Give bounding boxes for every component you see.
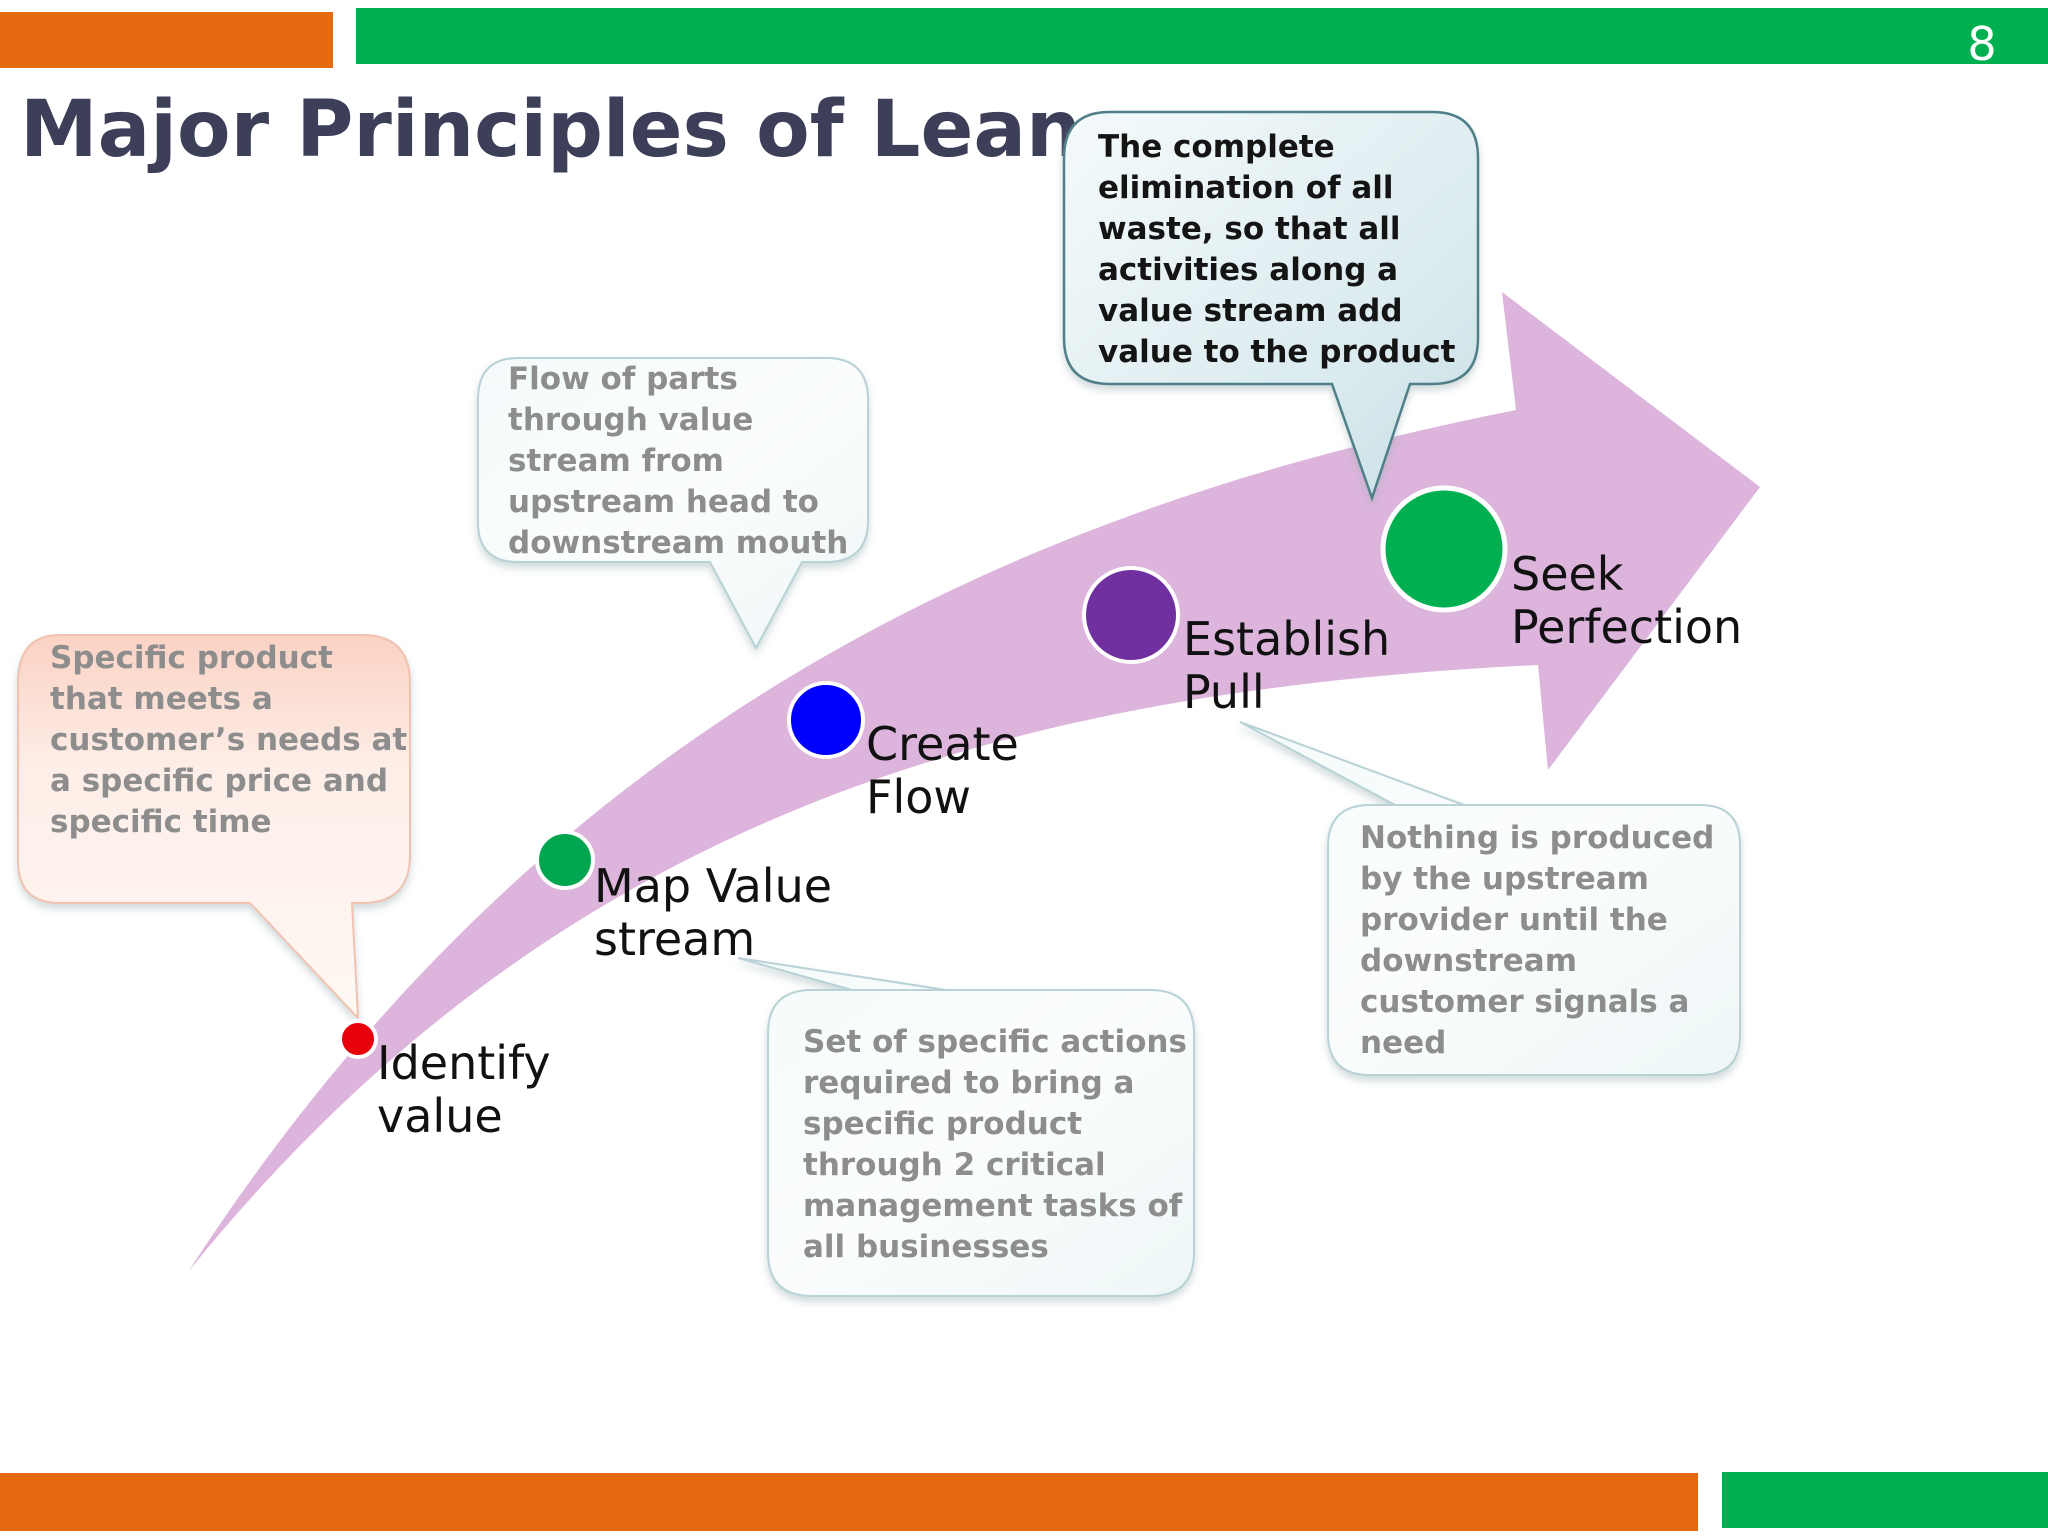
callout-value-stream-line: all businesses — [803, 1229, 1049, 1265]
step-label-identify-value: Identify value — [377, 1037, 551, 1143]
step-label-line: Establish — [1183, 612, 1391, 666]
callout-flow-line: stream from — [508, 443, 724, 479]
callout-value-line: Specific product — [50, 640, 333, 676]
callout-flow-line: through value — [508, 402, 754, 438]
callout-value-stream-text: Set of specific actions required to brin… — [803, 1022, 1187, 1268]
footer-green-bar — [1722, 1472, 2048, 1528]
callout-value-text: Specific product that meets a customer’s… — [50, 638, 407, 843]
callout-perfection-text: The complete elimination of all waste, s… — [1098, 127, 1455, 373]
callout-flow-line: upstream head to — [508, 484, 819, 520]
callout-pull-line: by the upstream — [1360, 861, 1649, 897]
step-dots — [338, 485, 1508, 1059]
step-label-create-flow: Create Flow — [866, 718, 1019, 824]
callout-value-stream-bubble — [737, 957, 1195, 1297]
header-orange-bar — [0, 12, 333, 68]
step-label-line: value — [377, 1089, 503, 1143]
step-dot-seek-perfection — [1380, 485, 1508, 613]
step-label-line: Perfection — [1511, 600, 1743, 654]
callout-value-stream-line: management tasks of — [803, 1188, 1183, 1224]
step-dot-establish-pull — [1082, 566, 1180, 664]
callout-value-line: specific time — [50, 804, 272, 840]
callout-value-line: customer’s needs at — [50, 722, 408, 758]
callout-flow-line: Flow of parts — [508, 361, 738, 397]
step-label-line: Pull — [1183, 665, 1265, 719]
step-label-line: Map Value — [594, 859, 833, 913]
step-label-line: Create — [866, 717, 1019, 771]
step-label-line: Flow — [866, 770, 972, 824]
callout-perfection-line: activities along a — [1098, 252, 1399, 288]
step-label-line: Identify — [377, 1036, 551, 1090]
callout-pull-line: customer signals a — [1360, 984, 1690, 1020]
callout-pull-line: need — [1360, 1025, 1447, 1061]
callout-value-stream-line: through 2 critical — [803, 1147, 1106, 1183]
callout-pull-line: downstream — [1360, 943, 1577, 979]
callout-value-line: a specific price and — [50, 763, 389, 799]
callout-perfection-line: value stream add — [1098, 293, 1403, 329]
callout-pull-line: Nothing is produced — [1360, 820, 1715, 856]
callout-perfection-bubble — [1062, 110, 1480, 502]
callout-value-stream-line: required to bring a — [803, 1065, 1135, 1101]
step-dot-create-flow — [787, 681, 865, 759]
step-label-map-value-stream: Map Value stream — [594, 860, 832, 966]
callout-pull-line: provider until the — [1360, 902, 1668, 938]
callout-value-stream-line: specific product — [803, 1106, 1083, 1142]
callout-value-stream-line: Set of specific actions — [803, 1024, 1187, 1060]
step-label-seek-perfection: Seek Perfection — [1511, 548, 1742, 654]
callout-pull-text: Nothing is produced by the upstream prov… — [1360, 818, 1714, 1064]
step-label-line: Seek — [1511, 547, 1624, 601]
callout-value-line: that meets a — [50, 681, 273, 717]
callout-flow-text: Flow of parts through value stream from … — [508, 359, 848, 564]
step-label-establish-pull: Establish Pull — [1183, 613, 1390, 719]
callout-flow-line: downstream mouth — [508, 525, 849, 561]
slide-title: Major Principles of Lean — [20, 85, 1082, 175]
curved-arrow — [188, 292, 1760, 1272]
callout-value-bubble — [17, 634, 411, 1021]
step-label-line: stream — [594, 912, 756, 966]
step-dot-identify-value — [338, 1019, 378, 1059]
page-number: 8 — [1967, 17, 1997, 71]
step-dot-map-value-stream — [535, 830, 595, 890]
callout-perfection-line: elimination of all — [1098, 170, 1394, 206]
callout-flow-bubble — [477, 357, 869, 651]
callout-pull-bubble — [1239, 721, 1741, 1076]
footer-orange-bar — [0, 1473, 1698, 1531]
callout-perfection-line: value to the product — [1098, 334, 1456, 370]
callout-perfection-line: The complete — [1098, 129, 1335, 165]
callout-perfection-line: waste, so that all — [1098, 211, 1401, 247]
header-green-bar — [356, 8, 2048, 64]
